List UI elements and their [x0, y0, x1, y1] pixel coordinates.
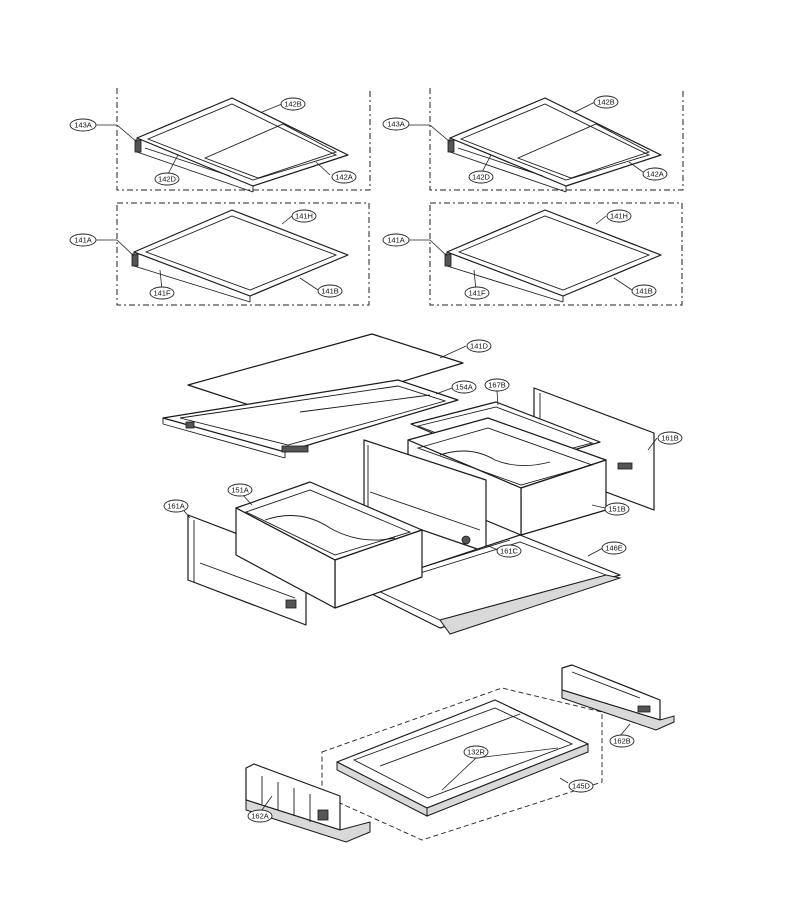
rail-161c: [363, 439, 487, 553]
callout-162a: 162A: [247, 809, 273, 823]
tray-146e: [359, 534, 622, 635]
callout-161b: 161B: [657, 431, 683, 445]
callout-145d: 145D: [568, 779, 594, 793]
dash-box-141a-right: [429, 202, 683, 306]
dash-box-141a-left: [116, 202, 370, 306]
callout-167b: 167B: [484, 378, 510, 392]
svg-text:143A: 143A: [74, 121, 92, 130]
callout-142d-left: 142D: [154, 172, 180, 186]
callout-142b-right: 142B: [593, 95, 619, 109]
callout-141a-left: 141A: [69, 233, 97, 247]
svg-text:167B: 167B: [488, 381, 506, 390]
leaders-middle: [179, 345, 658, 557]
callout-161c: 161C: [496, 544, 522, 558]
svg-text:142A: 142A: [335, 173, 353, 182]
svg-text:132R: 132R: [467, 748, 486, 757]
callout-132r: 132R: [463, 745, 489, 759]
dash-box-143a-right: [429, 88, 684, 191]
callout-142b-left: 142B: [280, 97, 306, 111]
callout-141f-right: 141F: [464, 286, 490, 300]
callout-142d-right: 142D: [468, 170, 494, 184]
callout-141d: 141D: [466, 339, 492, 353]
svg-text:141B: 141B: [321, 287, 339, 296]
svg-text:141D: 141D: [470, 342, 489, 351]
leaders-bottom: [261, 723, 631, 811]
svg-text:161B: 161B: [661, 434, 679, 443]
shelf-141-left: [131, 209, 349, 303]
callout-143a-right: 143A: [382, 117, 410, 131]
callout-161a: 161A: [163, 499, 189, 513]
svg-text:141H: 141H: [295, 212, 313, 221]
svg-text:145D: 145D: [572, 782, 591, 791]
svg-text:142B: 142B: [284, 100, 302, 109]
callout-141a-right: 141A: [382, 233, 410, 247]
callout-141h-left: 141H: [291, 209, 317, 223]
svg-text:151B: 151B: [608, 505, 626, 514]
callout-151a: 151A: [227, 483, 253, 497]
svg-text:162B: 162B: [613, 737, 631, 746]
callout-162b: 162B: [609, 734, 635, 748]
callout-146e: 146E: [601, 541, 627, 555]
shelf-142-left: [134, 97, 349, 193]
svg-text:142D: 142D: [472, 173, 491, 182]
svg-text:142B: 142B: [597, 98, 615, 107]
callout-141h-right: 141H: [606, 209, 632, 223]
dash-outline-bottom: [321, 687, 603, 841]
bracket-162b: [561, 664, 675, 731]
svg-text:141A: 141A: [387, 236, 405, 245]
svg-text:143A: 143A: [387, 120, 405, 129]
svg-text:142D: 142D: [158, 175, 177, 184]
callout-154a: 154A: [451, 380, 477, 394]
callout-151b: 151B: [604, 502, 630, 516]
callout-142a-left: 142A: [331, 170, 357, 184]
callout-141f-left: 141F: [149, 286, 175, 300]
dash-box-143a-left: [116, 88, 371, 191]
shelf-141-right: [444, 209, 662, 303]
svg-text:141F: 141F: [153, 289, 171, 298]
drawer-151a: [235, 481, 423, 609]
svg-text:141H: 141H: [610, 212, 628, 221]
svg-text:154A: 154A: [455, 383, 473, 392]
svg-text:141A: 141A: [74, 236, 92, 245]
callout-141b-right: 141B: [631, 284, 657, 298]
svg-text:161A: 161A: [167, 502, 185, 511]
svg-text:142A: 142A: [646, 170, 664, 179]
svg-text:141B: 141B: [635, 287, 653, 296]
callout-141b-left: 141B: [317, 284, 343, 298]
bracket-162a: [245, 763, 371, 843]
svg-text:146E: 146E: [605, 544, 623, 553]
callout-143a-left: 143A: [69, 118, 97, 132]
svg-text:141F: 141F: [468, 289, 486, 298]
tray-145d: [336, 699, 589, 817]
frame-154a: [162, 379, 459, 459]
svg-text:151A: 151A: [231, 486, 249, 495]
callout-142a-right: 142A: [642, 167, 668, 181]
svg-text:162A: 162A: [251, 812, 269, 821]
svg-text:161C: 161C: [500, 547, 519, 556]
shelf-142-right: [447, 97, 662, 193]
